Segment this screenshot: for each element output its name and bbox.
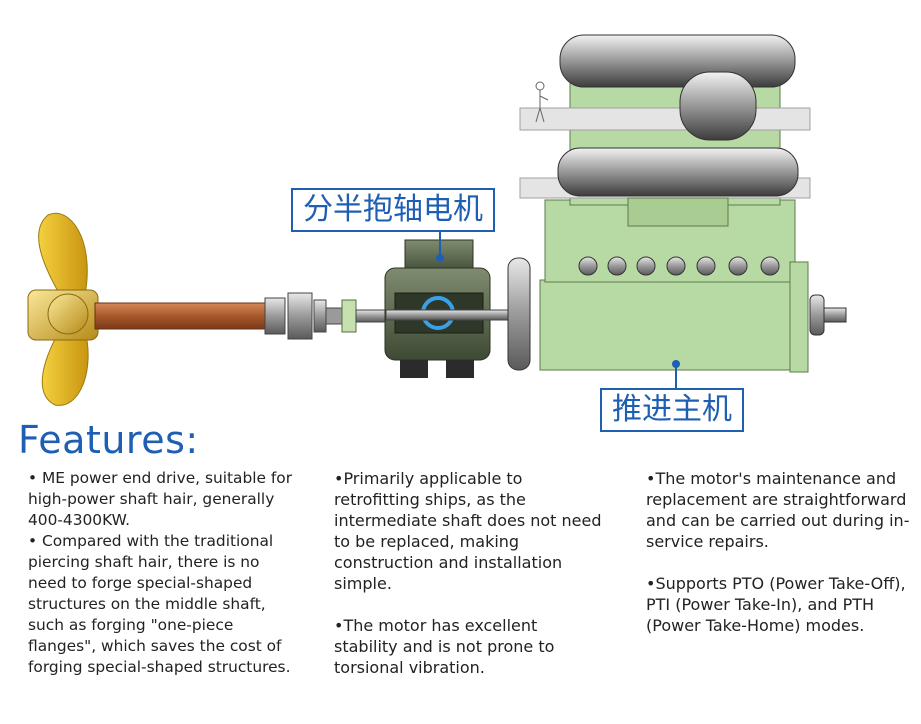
motor-foot-left <box>400 360 428 378</box>
shaft-couplings <box>264 292 387 340</box>
feature-item: •Supports PTO (Power Take-Off), PTI (Pow… <box>646 574 906 635</box>
features-heading: Features: <box>18 418 199 462</box>
engine-end-housing <box>789 261 809 373</box>
feature-item: • ME power end drive, suitable for high-… <box>28 469 293 529</box>
propeller <box>27 212 99 406</box>
exhaust-tank-middle <box>557 147 799 197</box>
engine-block-lower <box>539 279 803 371</box>
human-scale-figure <box>535 81 549 123</box>
engine-callout-label: 推进主机 <box>600 388 744 432</box>
feature-item: •The motor's maintenance and replacement… <box>646 469 910 551</box>
exhaust-tank-top <box>559 34 796 88</box>
feature-item: •Primarily applicable to retrofitting sh… <box>334 469 602 593</box>
propeller-shaft <box>94 302 266 330</box>
main-engine <box>519 34 847 373</box>
engine-callout-dot <box>672 360 680 368</box>
engine-port-5 <box>696 256 716 276</box>
feature-item: • Compared with the traditional piercing… <box>28 532 291 676</box>
propeller-lower-blade <box>41 329 89 406</box>
engine-port-2 <box>607 256 627 276</box>
propulsion-diagram <box>27 34 847 406</box>
features-column-2: •Primarily applicable to retrofitting sh… <box>334 468 602 699</box>
engine-pulley <box>809 294 825 336</box>
engine-port-1 <box>578 256 598 276</box>
engine-port-3 <box>636 256 656 276</box>
propeller-upper-blade <box>38 212 88 296</box>
feature-item: •The motor has excellent stability and i… <box>334 616 555 677</box>
motor-foot-right <box>446 360 474 378</box>
engine-port-4 <box>666 256 686 276</box>
flywheel <box>507 257 531 371</box>
intermediate-shaft <box>385 309 527 321</box>
features-column-3: •The motor's maintenance and replacement… <box>646 468 914 657</box>
features-column-1: • ME power end drive, suitable for high-… <box>28 468 296 678</box>
motor-callout-label: 分半抱轴电机 <box>291 188 495 232</box>
engine-port-7 <box>760 256 780 276</box>
motor-callout-dot <box>436 254 444 262</box>
propeller-boss <box>47 293 89 335</box>
engine-port-6 <box>728 256 748 276</box>
